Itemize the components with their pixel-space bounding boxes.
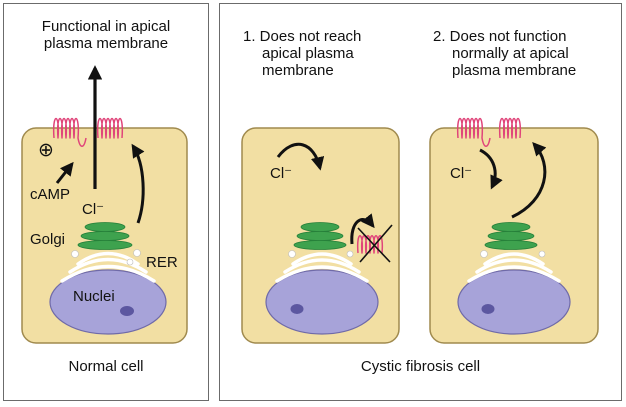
cf-misfolded-cftr-icon: [356, 235, 384, 254]
blocked-cross-icon: [357, 227, 391, 263]
cf-cell-2-trafficking-arrow-icon: [511, 141, 547, 219]
cf-cell-1-rer-icon: [275, 252, 369, 283]
cf-chloride-arrow-2-icon: [479, 148, 503, 190]
cf-cell-1-vesicle-icon: [288, 250, 354, 258]
golgi-label: Golgi: [30, 231, 66, 248]
normal-trafficking-arrow-icon: [131, 143, 145, 224]
camp-label: cAMP: [30, 186, 71, 203]
cf-item-2-text: 2. Does not function normally at apical …: [433, 28, 576, 79]
normal-panel-title: Functional in apical plasma membrane: [10, 18, 202, 52]
cf-cell-1-nucleus: [265, 269, 379, 335]
cf-item-1-line-3: membrane: [262, 62, 334, 79]
cf-blocked-trafficking-arrow-icon: [350, 213, 375, 245]
cf-chloride-label-1: Cl⁻: [270, 165, 293, 182]
normal-nucleolus-icon: [120, 306, 134, 316]
cf-item-1-text: 1. Does not reach apical plasma membrane: [243, 28, 361, 79]
normal-golgi-icon: [77, 222, 133, 250]
blocked-cross-icon: [359, 224, 393, 263]
normal-chloride-label: Cl⁻: [82, 201, 105, 218]
cf-item-2-line-3: plasma membrane: [452, 62, 577, 79]
normal-title-line-2: plasma membrane: [43, 35, 169, 52]
cf-cell-2-golgi-icon: [484, 222, 538, 250]
cf-cell-2-nucleolus-icon: [481, 304, 495, 314]
cf-cell-2-vesicle-icon: [480, 250, 546, 258]
cf-cell-2-cftr-icon: [456, 117, 522, 147]
cf-cell-caption: Cystic fibrosis cell: [360, 358, 481, 375]
camp-arrow-icon: [55, 161, 74, 184]
cf-cell-1-golgi-icon: [293, 222, 347, 250]
cf-item-2-line-1: 2. Does not function: [433, 28, 567, 45]
normal-nucleus: [49, 269, 167, 335]
cf-chloride-label-2: Cl⁻: [450, 165, 473, 182]
cf-item-1-line-1: 1. Does not reach: [243, 28, 362, 45]
nuclei-label: Nuclei: [73, 288, 115, 305]
camp-plus-icon: ⊕: [38, 140, 54, 161]
normal-cell-caption: Normal cell: [68, 358, 144, 375]
cf-chloride-arrow-1-icon: [276, 142, 325, 171]
cf-cell-1-nucleolus-icon: [290, 304, 304, 314]
normal-cftr-icon: [52, 117, 124, 147]
rer-label: RER: [146, 254, 178, 271]
cf-item-1-line-2: apical plasma: [262, 45, 354, 62]
cf-item-2-line-2: normally at apical: [452, 45, 569, 62]
normal-title-line-1: Functional in apical: [41, 18, 171, 35]
cf-cell-2-nucleus: [457, 269, 571, 335]
cf-cell-2-rer-icon: [467, 252, 561, 283]
normal-vesicle-icon: [71, 249, 141, 266]
